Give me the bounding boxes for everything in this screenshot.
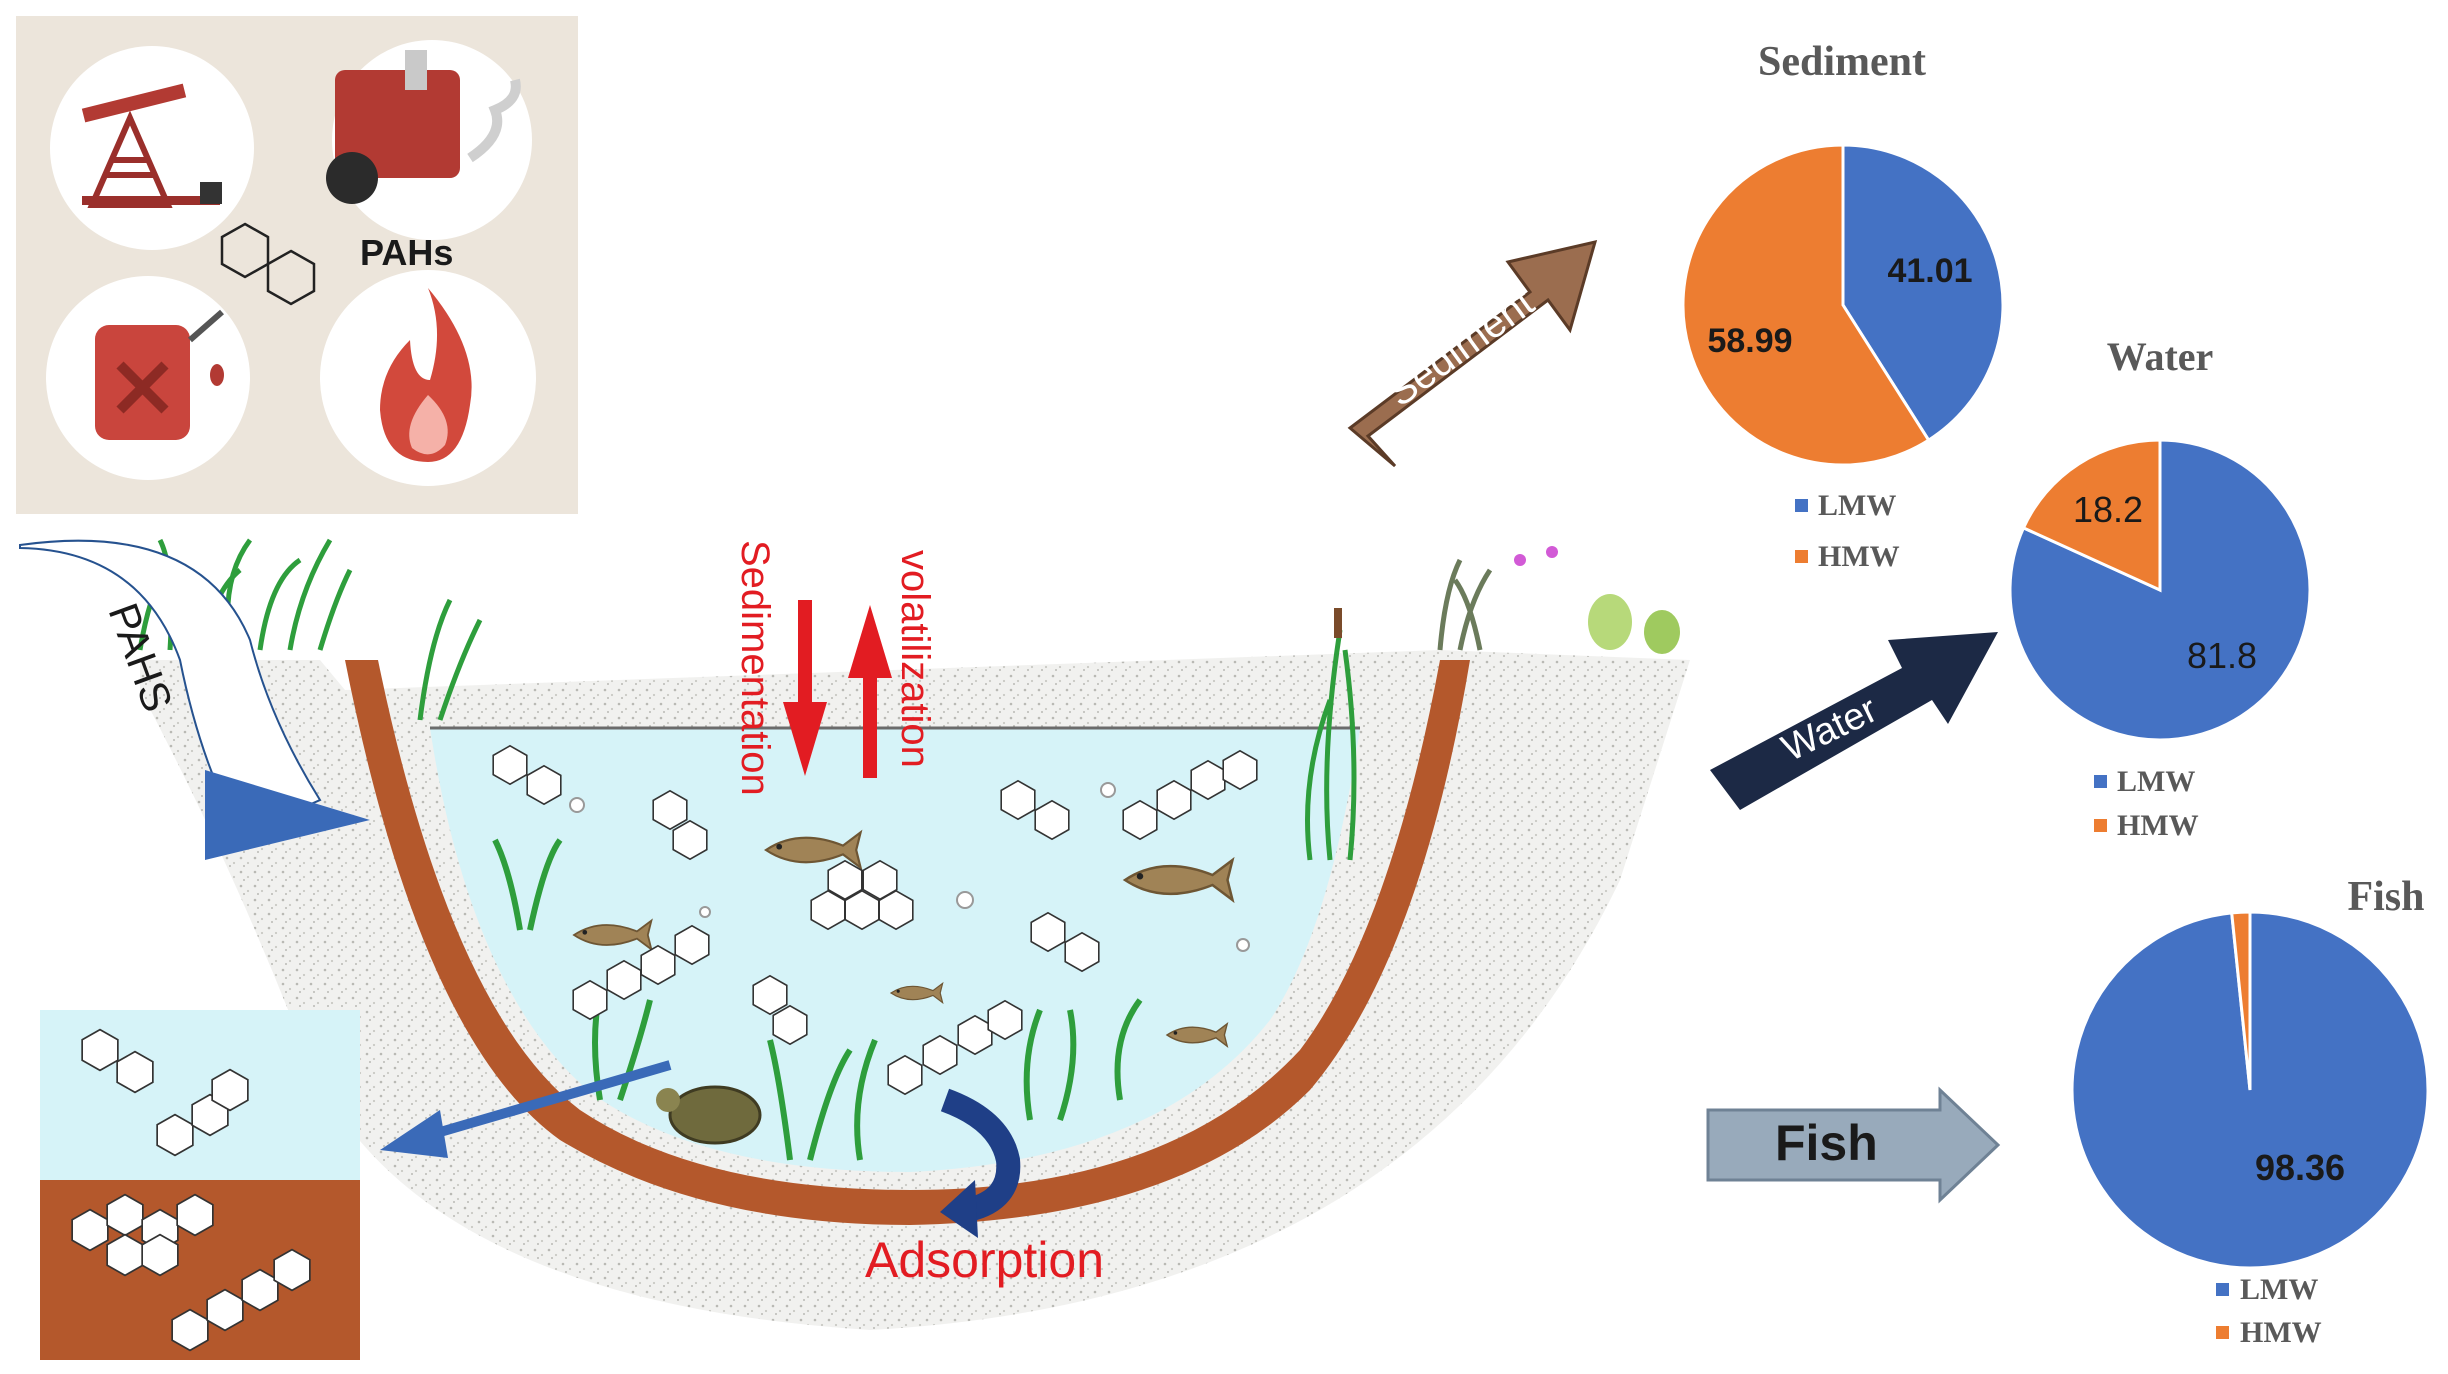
shore-plants-right-icon — [1437, 546, 1680, 654]
water-body — [430, 728, 1360, 1172]
sediment-legend-hmw-label: HMW — [1818, 540, 1900, 573]
fish-pie-slices — [2070, 910, 2430, 1270]
water-pie-title: Water — [2107, 334, 2214, 379]
fish-legend-lmw-label: LMW — [2240, 1273, 2318, 1306]
adsorption-inset — [40, 1010, 360, 1360]
pah-hexagon-molecule — [220, 222, 316, 306]
water-lmw-data-label: 81.8 — [2187, 635, 2257, 676]
volatilization-arrow — [848, 605, 892, 778]
pah-sources-panel: PAHs — [16, 16, 578, 514]
bubbles-icon — [569, 782, 1250, 952]
pond-scene — [137, 538, 1690, 1330]
sedimentation-label: Sedimentation — [733, 540, 777, 796]
fish-lmw-data-label: 98.36 — [2255, 1147, 2345, 1188]
sediment-legend-hmw-swatch — [1795, 550, 1808, 563]
water-legend-lmw-swatch — [2094, 775, 2107, 788]
sediment-pie-title: Sediment — [1758, 39, 1926, 85]
sediment-pie-chart: Sediment 41.01 58.99 LMW HMW — [1681, 39, 2005, 573]
water-legend-hmw-swatch — [2094, 819, 2107, 832]
fire-icon — [320, 270, 536, 486]
adsorption-curved-arrow — [940, 1088, 1021, 1238]
fish-legend-lmw-swatch — [2216, 1283, 2229, 1296]
turtle-icon — [656, 1085, 762, 1145]
fish-pie-chart: Fish 98.36 LMW HMW — [2070, 874, 2430, 1349]
sediment-lmw-data-label: 41.01 — [1887, 252, 1972, 290]
reeds-right-icon — [1305, 608, 1357, 861]
oil-pump-icon — [50, 46, 254, 250]
sediment-legend: LMW HMW — [1795, 489, 1900, 573]
sediment-legend-lmw-swatch — [1795, 499, 1808, 512]
sediment-hmw-data-label: 58.99 — [1707, 322, 1792, 360]
fish-flow-label: Fish — [1775, 1115, 1878, 1171]
fish-legend-hmw-label: HMW — [2240, 1316, 2322, 1349]
water-pie-chart: Water 81.8 18.2 LMW HMW — [2008, 334, 2312, 842]
water-hmw-slice — [2021, 438, 2162, 593]
fish-pie-title: Fish — [2347, 874, 2424, 920]
water-legend-lmw-label: LMW — [2117, 765, 2195, 798]
adsorption-label: Adsorption — [865, 1232, 1104, 1288]
sedimentation-arrow — [783, 600, 827, 776]
water-flow-arrow: Water — [1710, 632, 1998, 810]
water-legend-hmw-label: HMW — [2117, 809, 2199, 842]
water-hmw-data-label: 18.2 — [2073, 489, 2143, 530]
fish-hmw-slice — [2230, 910, 2252, 1091]
sediment-hmw-slice — [1681, 143, 1931, 467]
pahs-source-label: PAHs — [360, 232, 453, 273]
vehicle-exhaust-icon — [326, 40, 532, 240]
volatilization-label: volatilization — [893, 550, 937, 768]
fish-flow-arrow: Fish — [1706, 1086, 2001, 1204]
transfer-to-inset-arrow — [380, 1060, 672, 1158]
fish-legend: LMW HMW — [2216, 1273, 2322, 1349]
sediment-flow-arrow: Sediment — [1347, 239, 1598, 468]
water-legend: LMW HMW — [2094, 765, 2199, 842]
water-pie-slices — [2008, 438, 2312, 742]
sediment-legend-lmw-label: LMW — [1818, 489, 1896, 522]
fish-legend-hmw-swatch — [2216, 1326, 2229, 1339]
sediment-flow-label: Sediment — [1379, 280, 1542, 415]
sediment-pie-slices — [1681, 143, 2005, 467]
fuel-can-icon — [46, 276, 250, 480]
